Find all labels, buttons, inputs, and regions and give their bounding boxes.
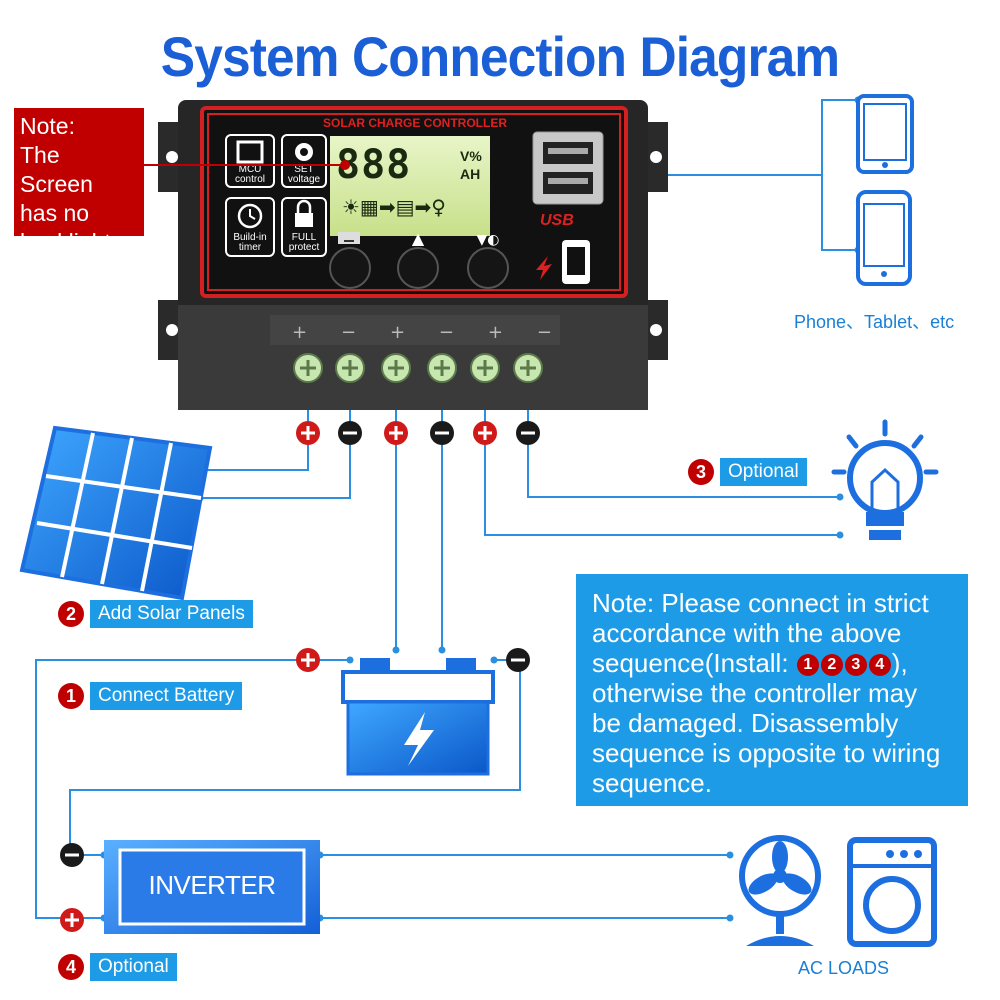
step-1-number: 1 bbox=[58, 683, 84, 709]
inverter-label: INVERTER bbox=[148, 870, 277, 900]
controller-buttons[interactable]: ▲ ▼◐ bbox=[329, 229, 509, 289]
tablet-icon bbox=[856, 94, 914, 174]
fan-icon bbox=[739, 835, 821, 946]
wire-solar-plus bbox=[200, 390, 309, 471]
gear-icon bbox=[281, 134, 327, 188]
solar-panel-icon bbox=[19, 425, 213, 601]
lightning-icon bbox=[536, 256, 552, 280]
lcd-flow-icons: ☀▦➡▤➡♀ bbox=[342, 195, 446, 219]
step-3-number: 3 bbox=[688, 459, 714, 485]
step-3-label: Optional bbox=[720, 458, 807, 486]
battery-icon bbox=[338, 232, 360, 244]
install-step-2: 2 bbox=[820, 654, 843, 677]
step-2-label: Add Solar Panels bbox=[90, 600, 253, 628]
lock-icon bbox=[281, 197, 327, 257]
set-voltage-label: SET voltage bbox=[287, 164, 321, 185]
inverter-icon bbox=[104, 840, 320, 934]
polarity-badges bbox=[60, 421, 540, 932]
note-pointer-line bbox=[144, 164, 344, 166]
lcd-unit-top: V% bbox=[460, 148, 482, 164]
clock-icon bbox=[225, 197, 275, 257]
terminals bbox=[293, 353, 543, 383]
build-in-timer-label: Build-in timer bbox=[233, 232, 267, 253]
step-1-label: Connect Battery bbox=[90, 682, 243, 710]
terminal-symbols: + − + − + − bbox=[292, 322, 552, 343]
usb-label: USB bbox=[540, 212, 574, 229]
wiring-sequence-note: Note: Please connect in strict accordanc… bbox=[576, 574, 968, 806]
down-button bbox=[467, 247, 509, 289]
install-step-3: 3 bbox=[844, 654, 867, 677]
mcu-icon bbox=[225, 134, 275, 188]
up-button bbox=[397, 247, 439, 289]
battery-icon-large bbox=[341, 658, 495, 776]
page-title: System Connection Diagram bbox=[160, 25, 840, 88]
wire-devices-bracket bbox=[821, 99, 858, 251]
svg-text:▼◐: ▼◐ bbox=[477, 232, 500, 248]
ac-loads-label: AC LOADS bbox=[798, 958, 890, 978]
note-pointer-dot bbox=[340, 160, 350, 170]
controller-icon-frames bbox=[225, 134, 327, 257]
devices-label: Phone、Tablet、etc bbox=[794, 312, 955, 332]
svg-text:▲: ▲ bbox=[412, 229, 425, 248]
usb-ports bbox=[532, 131, 604, 205]
install-step-1: 1 bbox=[796, 654, 819, 677]
step-4-number: 4 bbox=[58, 954, 84, 980]
full-protect-label: FULL protect bbox=[288, 232, 320, 253]
washing-machine-icon bbox=[847, 837, 937, 947]
controller-header: SOLAR CHARGE CONTROLLER bbox=[323, 116, 507, 130]
screen-note: Note: The Screen has no backlight. bbox=[14, 108, 144, 255]
step-4-label: Optional bbox=[90, 953, 177, 981]
mcu-control-label: MCU control bbox=[234, 164, 265, 185]
step-2-number: 2 bbox=[58, 601, 84, 627]
light-bulb-icon bbox=[831, 419, 939, 540]
lcd-unit-bottom: AH bbox=[460, 166, 481, 182]
install-step-4: 4 bbox=[868, 654, 891, 677]
menu-button bbox=[329, 247, 371, 289]
phone-icon bbox=[856, 190, 912, 286]
